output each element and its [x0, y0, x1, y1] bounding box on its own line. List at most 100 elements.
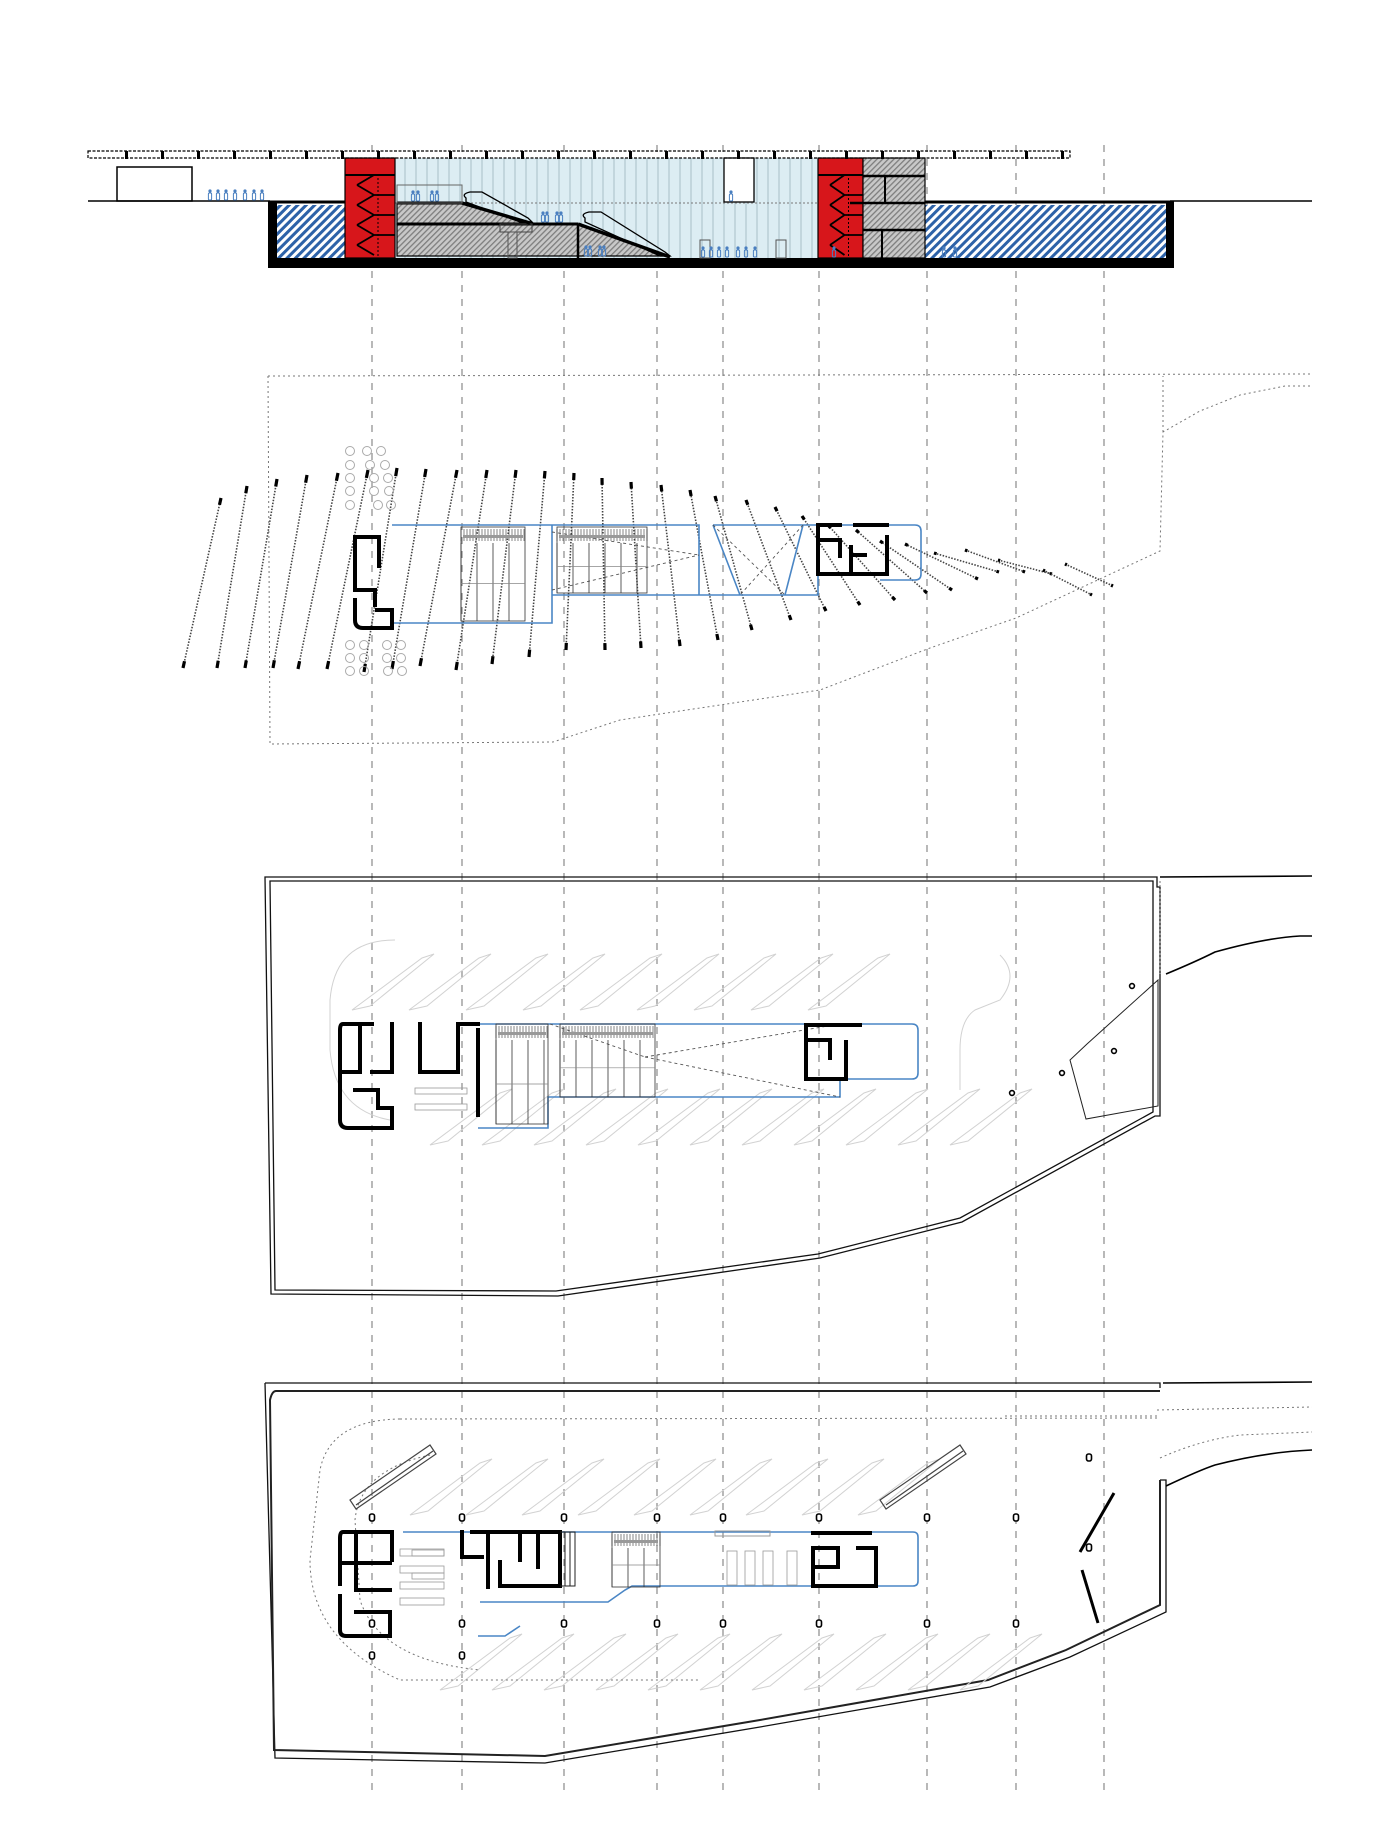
person-figure	[597, 245, 603, 257]
person-head	[260, 189, 264, 193]
parking-bay-ghost	[689, 1088, 773, 1146]
person-head	[252, 189, 256, 193]
drop-off-loop-ghost	[329, 939, 1011, 1121]
rib-end-bottom	[974, 576, 979, 581]
canopy-rib-5	[297, 472, 339, 670]
person-head	[736, 246, 740, 250]
person-figure	[223, 189, 229, 201]
rib-end-bottom	[1089, 592, 1093, 597]
person-figure	[708, 246, 714, 258]
person-body	[708, 249, 714, 258]
rib-end-bottom	[490, 656, 495, 665]
person-head	[545, 211, 549, 215]
person-figure	[429, 190, 435, 202]
column-south	[719, 1619, 727, 1628]
right-core-roof	[816, 523, 889, 576]
waiting-seating-rows	[399, 1530, 798, 1606]
escalator-bay-upper-1	[495, 1023, 549, 1125]
truss-post	[377, 151, 380, 159]
truss-post	[701, 151, 704, 159]
person-head	[216, 189, 220, 193]
left-core-upper	[338, 1022, 480, 1130]
column-north	[719, 1513, 727, 1522]
escalator-bays	[460, 526, 648, 622]
column-north	[1012, 1513, 1020, 1522]
escalator-belt	[498, 1032, 546, 1035]
column-south	[923, 1619, 931, 1628]
parking-bay-ghost	[579, 953, 663, 1011]
scale-figures	[207, 189, 958, 258]
parking-bay-ghost	[750, 953, 834, 1011]
seat-circle	[345, 653, 355, 663]
column-north	[368, 1513, 376, 1522]
parking-bay-ghost	[533, 1088, 617, 1146]
person-head	[725, 246, 729, 250]
rib-end-top	[688, 489, 693, 497]
person-body	[597, 248, 603, 257]
person-head	[753, 246, 757, 250]
seating-row	[414, 1103, 468, 1111]
column-south-outer	[458, 1651, 466, 1660]
canopy-rib-14	[601, 477, 606, 651]
person-head	[430, 190, 434, 194]
seat-circle	[384, 486, 394, 496]
rib-end-bottom	[362, 663, 367, 673]
parking-bay-ghost	[521, 1458, 605, 1516]
canopy-rib-22	[827, 524, 896, 601]
rib-end-bottom	[715, 633, 720, 641]
parking-bays-ghost	[409, 1458, 1043, 1691]
person-body	[429, 193, 435, 202]
person-body	[558, 214, 564, 223]
seat-circle	[382, 640, 392, 650]
roof-opening	[723, 157, 755, 203]
escalator-bays	[611, 1531, 661, 1588]
left-core-ground	[338, 1530, 394, 1638]
rib-end-top	[394, 467, 399, 477]
seat-circle	[369, 473, 379, 483]
person-figure	[700, 246, 706, 258]
rib-end-top	[542, 470, 547, 479]
bollard	[1110, 1047, 1118, 1055]
parking-bay-ghost	[481, 1088, 565, 1146]
seat-circle	[345, 473, 355, 483]
rib-end-top	[364, 469, 370, 479]
parking-bay-ghost	[543, 1633, 627, 1691]
parking-bay-ghost	[522, 953, 606, 1011]
seat-circle	[359, 653, 369, 663]
seat-circle	[382, 653, 392, 663]
person-body	[232, 192, 238, 201]
person-head	[224, 189, 228, 193]
bench	[714, 1530, 771, 1537]
rib-end-bottom	[418, 657, 424, 667]
seat-circle	[380, 460, 390, 470]
right-core-upper	[804, 1023, 862, 1081]
rib-end-bottom	[527, 649, 532, 658]
rib-end-top	[1064, 562, 1068, 567]
ground-floor-plan	[264, 1381, 1313, 1764]
seat-circle	[345, 666, 355, 676]
person-figure	[434, 190, 440, 202]
person-head	[243, 189, 247, 193]
canopy-rib-1	[182, 497, 222, 669]
rib-end-bottom	[454, 661, 459, 671]
truss-post	[305, 151, 308, 159]
rib-end-bottom	[748, 624, 754, 631]
truss-post	[953, 151, 956, 159]
rib-end-bottom	[215, 660, 220, 669]
basement-slab	[268, 258, 1174, 268]
seating-row	[399, 1597, 445, 1606]
person-body	[242, 192, 248, 201]
rib-end-top	[453, 469, 459, 479]
seating-row	[411, 1572, 445, 1580]
column-north	[815, 1513, 823, 1522]
column-north	[923, 1513, 931, 1522]
site-outline-upper	[264, 876, 1161, 1297]
parking-bay-ghost	[637, 1088, 721, 1146]
escalator-bay-roof-2	[556, 526, 648, 594]
seat-circle	[345, 486, 355, 496]
parking-bay-ghost	[855, 1633, 939, 1691]
column-south	[458, 1619, 466, 1628]
truss-post	[197, 151, 200, 159]
person-body	[728, 193, 734, 202]
